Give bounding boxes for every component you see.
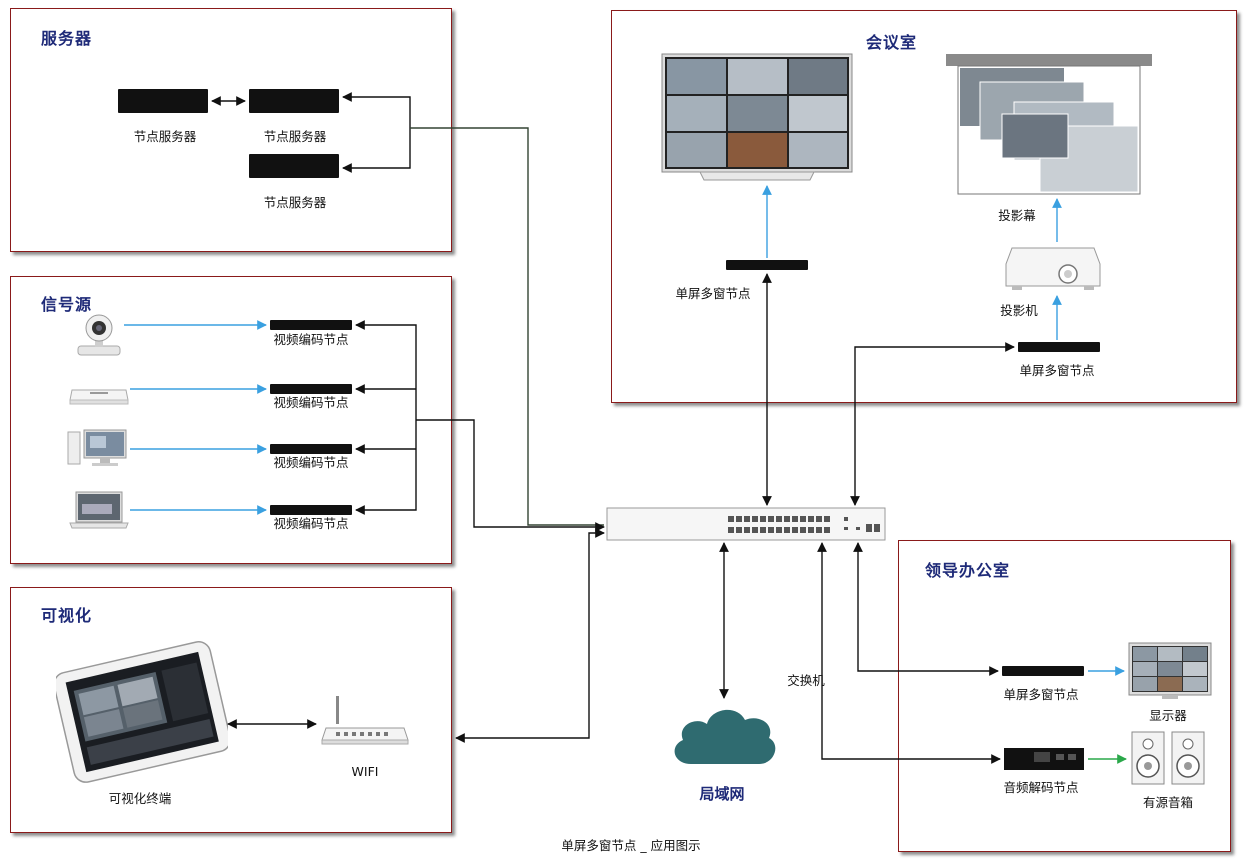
video-encoder-label: 视频编码节点 [273, 332, 349, 347]
node-server-label: 节点服务器 [133, 129, 197, 144]
switch-port [760, 516, 766, 522]
laptop-icon [69, 491, 129, 529]
switch-port [736, 527, 742, 533]
video-encoder-device [270, 505, 352, 515]
switch-port [776, 527, 782, 533]
switch-port [792, 516, 798, 522]
switch-port [744, 516, 750, 522]
office-node-label: 单屏多窗节点 [1003, 687, 1079, 702]
video-encoder-device [270, 444, 352, 454]
visual-panel-title: 可视化 [41, 606, 93, 625]
camera-icon [77, 314, 121, 356]
video-encoder-device [270, 320, 352, 330]
wifi-router-icon [321, 696, 409, 745]
lan-cloud-icon [674, 709, 776, 764]
meeting-node1-label: 单屏多窗节点 [675, 286, 751, 301]
switch-label: 交换机 [787, 673, 825, 688]
switch-port [824, 527, 830, 533]
video-encoder-label: 视频编码节点 [273, 395, 349, 410]
switch-port [768, 527, 774, 533]
node-server-device [118, 89, 208, 113]
switch-port [824, 516, 830, 522]
switch-port [784, 516, 790, 522]
switch-port [728, 527, 734, 533]
switch-port [752, 516, 758, 522]
node-server-device [249, 89, 339, 113]
switch-port [744, 527, 750, 533]
display-label: 显示器 [1149, 708, 1187, 723]
node-server-label: 节点服务器 [263, 195, 327, 210]
multi-window-node-device [1002, 666, 1084, 676]
wifi-label: WIFI [351, 764, 379, 779]
tv-monitor-icon [661, 53, 853, 181]
lan-label: 局域网 [699, 785, 745, 803]
server-panel-title: 服务器 [41, 29, 93, 48]
display-monitor-icon [1128, 642, 1212, 699]
video-encoder-label: 视频编码节点 [273, 516, 349, 531]
switch-port [816, 516, 822, 522]
switch-port [808, 527, 814, 533]
switch-port [728, 516, 734, 522]
switch-port [800, 516, 806, 522]
diagram-caption: 单屏多窗节点 _ 应用图示 [561, 838, 701, 853]
visual-to-switch-line [455, 528, 605, 743]
video-recorder-icon [69, 389, 129, 405]
projection-screen-label: 投影幕 [998, 208, 1036, 223]
switch-port [784, 527, 790, 533]
audio-decoder-label: 音频解码节点 [1003, 780, 1079, 795]
audio-decoder-device [1004, 748, 1084, 770]
speaker-label: 有源音箱 [1142, 795, 1194, 810]
switch-port [816, 527, 822, 533]
video-encoder-device [270, 384, 352, 394]
meeting-node2-label: 单屏多窗节点 [1019, 363, 1095, 378]
source-panel-title: 信号源 [41, 295, 93, 314]
multi-window-node-device [1018, 342, 1100, 352]
switch-port [800, 527, 806, 533]
switch-port [792, 527, 798, 533]
visual-terminal-label: 可视化终端 [108, 791, 172, 806]
projector-icon [1005, 247, 1101, 290]
switch-port [760, 527, 766, 533]
node-server-label: 节点服务器 [263, 129, 327, 144]
meeting-panel-title: 会议室 [866, 33, 918, 52]
video-encoder-label: 视频编码节点 [273, 455, 349, 470]
server-panel: 服务器 [10, 8, 452, 252]
projector-label: 投影机 [1000, 303, 1038, 318]
speaker-icon [1131, 731, 1205, 785]
switch-port [776, 516, 782, 522]
office-panel-title: 领导办公室 [925, 561, 1011, 580]
desktop-computer-icon [67, 429, 127, 466]
network-switch-icon [606, 507, 886, 541]
switch-port [768, 516, 774, 522]
switch-port [752, 527, 758, 533]
switch-port [736, 516, 742, 522]
node-server-device [249, 154, 339, 178]
tablet-terminal-icon [56, 641, 228, 783]
multi-window-node-device [726, 260, 808, 270]
switch-port [808, 516, 814, 522]
projection-screen-icon [946, 54, 1152, 195]
